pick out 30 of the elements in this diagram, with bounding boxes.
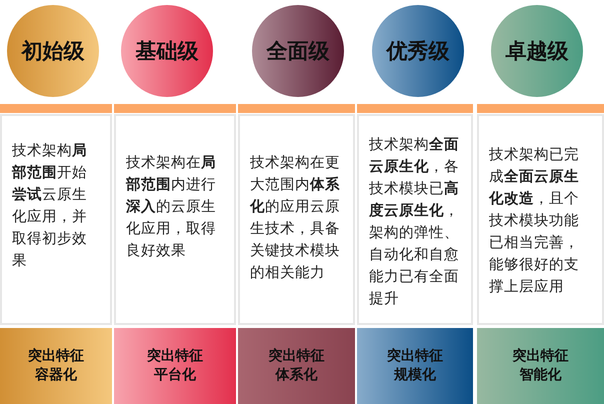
description-text: 技术架构在局部范围内进行深入的云原生化应用，取得良好效果 xyxy=(126,154,217,261)
feature-text: 突出特征 xyxy=(512,347,568,366)
feature-text: 突出特征 xyxy=(147,347,203,366)
description-text: 技术架构全面云原生化，各技术模块已高度云原生化，架构的弹性、自动化和自愈能力已有全面提升 xyxy=(369,136,460,309)
description-text: 技术架构局部范围开始尝试云原生化应用，并取得初步效果 xyxy=(12,142,88,271)
level-title: 优秀级 xyxy=(386,38,450,65)
description-text: 技术架构已完成全面云原生化改造，且个技术模块功能已相当完善，能够很好的支撑上层应用 xyxy=(489,146,580,297)
description-card xyxy=(357,114,473,325)
description-card xyxy=(114,114,236,325)
feature-text: 智能化 xyxy=(520,366,562,385)
feature-text: 体系化 xyxy=(276,366,318,385)
feature-band xyxy=(114,328,236,404)
description-text: 技术架构在更大范围内体系化的应用云原生技术，具备关键技术模块的相关能力 xyxy=(250,154,341,283)
feature-band xyxy=(357,328,473,404)
feature-text: 突出特征 xyxy=(268,347,324,366)
feature-band xyxy=(477,328,604,404)
feature-text: 突出特征 xyxy=(28,347,84,366)
level-title: 全面级 xyxy=(266,38,330,65)
feature-text: 容器化 xyxy=(35,366,77,385)
feature-text: 平台化 xyxy=(154,366,196,385)
feature-band xyxy=(0,328,112,404)
description-card xyxy=(477,114,604,325)
description-card xyxy=(0,114,112,325)
feature-text: 突出特征 xyxy=(387,347,443,366)
description-card xyxy=(238,114,355,325)
level-title: 基础级 xyxy=(136,38,198,65)
feature-text: 规模化 xyxy=(394,366,436,385)
level-title: 卓越级 xyxy=(506,38,568,65)
level-title: 初始级 xyxy=(22,38,84,65)
feature-band xyxy=(238,328,355,404)
